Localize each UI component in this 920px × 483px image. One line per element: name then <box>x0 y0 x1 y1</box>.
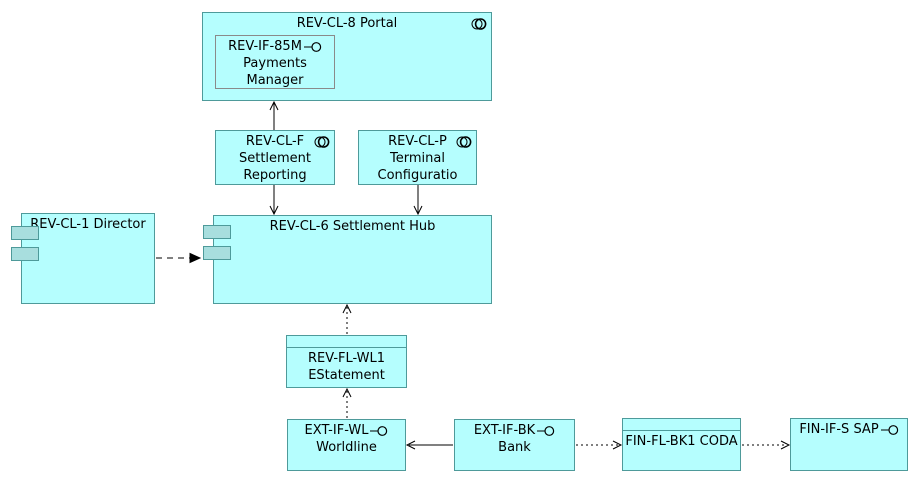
node-director: REV-CL-1 Director <box>11 213 155 304</box>
edge-terminal-config-to-hub <box>413 185 423 216</box>
provided-interface-icon <box>880 424 898 435</box>
node-settlement-reporting-label2: Reporting <box>243 168 307 183</box>
node-payments-manager-label2: Manager <box>246 73 304 88</box>
node-worldline: EXT-IF-WL Worldline <box>287 419 406 471</box>
node-sap-title: FIN-IF-S SAP <box>799 422 879 437</box>
node-settlement-hub: REV-CL-6 Settlement Hub <box>203 215 492 304</box>
component-icon <box>471 17 487 31</box>
node-terminal-configuration-label: Terminal <box>390 151 445 166</box>
component-tab <box>203 246 231 260</box>
node-bank: EXT-IF-BK Bank <box>454 419 575 471</box>
edge-director-to-hub <box>156 252 202 264</box>
component-icon <box>456 135 472 149</box>
node-estatement-id: REV-FL-WL1 <box>307 351 386 366</box>
node-terminal-configuration-id: REV-CL-P <box>388 134 447 149</box>
node-bank-id: EXT-IF-BK <box>473 423 536 438</box>
node-estatement-label: EStatement <box>308 368 385 383</box>
artifact-header <box>287 336 406 348</box>
provided-interface-icon <box>303 41 322 52</box>
node-coda-title: FIN-FL-BK1 CODA <box>625 434 738 449</box>
node-worldline-label: Worldline <box>316 440 377 455</box>
node-coda: FIN-FL-BK1 CODA <box>622 418 741 471</box>
node-settlement-reporting-id: REV-CL-F <box>245 134 305 149</box>
node-bank-label: Bank <box>498 440 531 455</box>
node-worldline-id: EXT-IF-WL <box>304 423 369 438</box>
edge-estatement-to-hub <box>342 303 352 334</box>
provided-interface-icon <box>370 425 388 436</box>
node-settlement-reporting: REV-CL-F Settlement Reporting <box>215 130 335 185</box>
node-settlement-hub-title: REV-CL-6 Settlement Hub <box>269 219 436 234</box>
edge-bank-to-coda <box>576 440 623 450</box>
node-sap: FIN-IF-S SAP <box>790 418 908 471</box>
component-tab <box>11 226 39 240</box>
node-estatement: REV-FL-WL1 EStatement <box>286 335 407 388</box>
component-tab <box>203 225 231 239</box>
node-settlement-reporting-label: Settlement <box>238 151 312 166</box>
node-portal: REV-CL-8 Portal REV-IF-85M Payments Mana… <box>202 12 492 101</box>
node-portal-title: REV-CL-8 Portal <box>296 16 398 31</box>
edge-bank-to-worldline <box>405 440 453 450</box>
edge-reporting-to-portal <box>269 100 279 130</box>
node-terminal-configuration: REV-CL-P Terminal Configuratio <box>358 130 477 185</box>
edge-reporting-to-hub <box>269 185 279 216</box>
node-terminal-configuration-label2: Configuratio <box>377 168 458 183</box>
component-icon <box>314 135 330 149</box>
edge-worldline-to-estatement <box>342 387 352 418</box>
component-tab <box>11 247 39 261</box>
artifact-header <box>623 419 740 431</box>
provided-interface-icon <box>537 425 555 436</box>
node-payments-manager-label: Payments <box>243 56 307 71</box>
edge-coda-to-sap <box>742 440 791 450</box>
node-payments-manager-id: REV-IF-85M <box>228 39 302 54</box>
node-director-title: REV-CL-1 Director <box>30 217 146 232</box>
node-payments-manager: REV-IF-85M Payments Manager <box>215 35 335 89</box>
